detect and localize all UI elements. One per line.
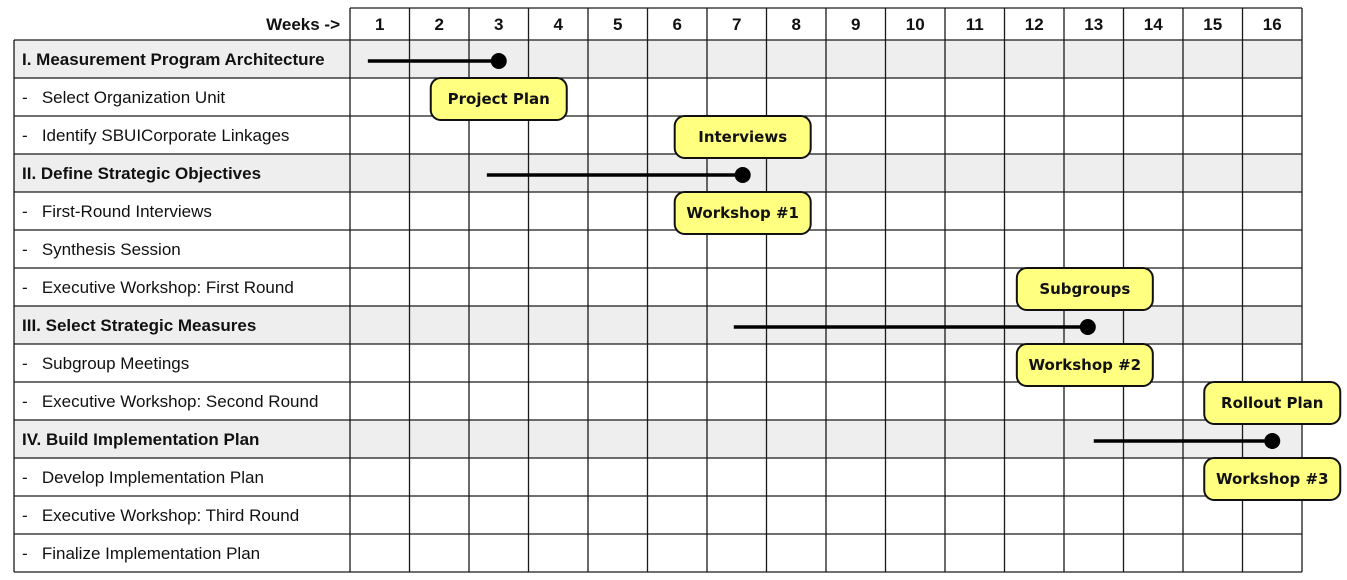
milestone-box xyxy=(673,115,812,159)
week-number: 11 xyxy=(966,15,984,34)
task-label: - Finalize Implementation Plan xyxy=(22,544,260,563)
task-label: - Develop Implementation Plan xyxy=(22,468,264,487)
milestone-callout: Workshop #2 xyxy=(1015,343,1154,387)
milestone-box xyxy=(1015,267,1154,311)
milestone-label: Workshop #1 xyxy=(686,204,799,222)
milestone-dot xyxy=(490,53,507,69)
milestone-label: Workshop #2 xyxy=(1029,356,1142,374)
milestone-label: Workshop #3 xyxy=(1216,470,1329,488)
milestone-box xyxy=(1203,381,1342,425)
task-label: - Executive Workshop: Second Round xyxy=(22,392,318,411)
milestone-box xyxy=(1015,343,1154,387)
week-number: 10 xyxy=(906,15,925,34)
week-number: 8 xyxy=(792,15,801,34)
week-number: 14 xyxy=(1144,15,1163,34)
milestone-dot xyxy=(734,167,751,183)
milestone-box xyxy=(673,191,812,235)
task-label: - Synthesis Session xyxy=(22,240,181,259)
week-number: 16 xyxy=(1263,15,1282,34)
week-number: 7 xyxy=(732,15,741,34)
task-label: - Executive Workshop: Third Round xyxy=(22,506,299,525)
section-label: IV. Build Implementation Plan xyxy=(22,430,259,449)
milestone-callout: Workshop #1 xyxy=(673,191,812,235)
task-label: - Identify SBUICorporate Linkages xyxy=(22,126,289,145)
milestone-box xyxy=(1203,457,1342,501)
task-label: - Subgroup Meetings xyxy=(22,354,189,373)
section-row-bg xyxy=(14,40,1302,78)
week-number: 12 xyxy=(1025,15,1044,34)
milestone-callout: Rollout Plan xyxy=(1203,381,1342,425)
milestone-label: Project Plan xyxy=(448,90,550,108)
milestone-callout: Project Plan xyxy=(429,77,568,121)
milestone-box xyxy=(429,77,568,121)
week-number: 13 xyxy=(1084,15,1103,34)
milestone-label: Rollout Plan xyxy=(1221,394,1323,412)
milestone-label: Subgroups xyxy=(1039,280,1130,298)
week-number: 9 xyxy=(851,15,860,34)
task-label: - Executive Workshop: First Round xyxy=(22,278,294,297)
section-label: I. Measurement Program Architecture xyxy=(22,50,325,69)
weeks-axis-label: Weeks -> xyxy=(266,15,340,34)
milestone-callout: Workshop #3 xyxy=(1203,457,1342,501)
week-number: 3 xyxy=(494,15,503,34)
task-label: - First-Round Interviews xyxy=(22,202,212,221)
section-label: III. Select Strategic Measures xyxy=(22,316,256,335)
milestone-label: Interviews xyxy=(698,128,787,146)
week-number: 2 xyxy=(435,15,444,34)
week-number: 6 xyxy=(673,15,682,34)
milestone-dot xyxy=(1264,433,1281,449)
milestone-dot xyxy=(1079,319,1096,335)
milestone-callout: Subgroups xyxy=(1015,267,1154,311)
task-label: - Select Organization Unit xyxy=(22,88,225,107)
week-number: 15 xyxy=(1203,15,1222,34)
section-row-bg xyxy=(14,154,1302,192)
milestone-callout: Interviews xyxy=(673,115,812,159)
week-number: 4 xyxy=(554,15,564,34)
timelines xyxy=(367,53,1281,449)
week-number: 1 xyxy=(375,15,384,34)
section-row-bg xyxy=(14,420,1302,458)
week-number: 5 xyxy=(613,15,622,34)
section-label: II. Define Strategic Objectives xyxy=(22,164,261,183)
